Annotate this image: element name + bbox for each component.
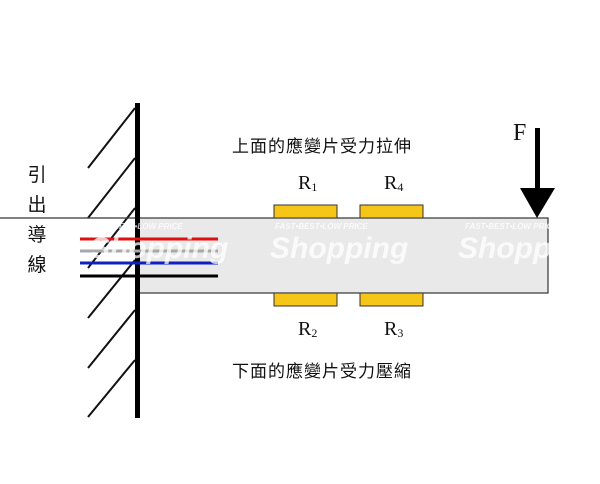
hatch-line	[87, 107, 136, 169]
watermark-brand: Shopping	[90, 232, 229, 265]
watermark-brand: Shopping	[270, 232, 409, 265]
watermark-tagline: FAST•BEST•LOW PRICE	[275, 222, 368, 231]
label-r3: R3	[384, 318, 403, 341]
lead-wire-label: 引 出 導 線	[26, 160, 48, 280]
watermark-brand: Shopping	[458, 232, 597, 265]
strain-gauges	[273, 204, 424, 307]
watermark-tagline: FAST•BEST•LOW PRICE	[465, 222, 558, 231]
gauge-r1	[273, 204, 338, 219]
label-r4: R4	[384, 172, 403, 195]
force-arrow-head	[520, 188, 555, 218]
lead-wire-char: 引	[27, 164, 47, 186]
hatch-line	[87, 259, 136, 319]
cantilever-beam	[136, 217, 549, 294]
gauge-r3	[359, 292, 424, 307]
label-r1: R1	[298, 172, 317, 195]
gauge-subscript: 3	[397, 326, 404, 340]
top-caption: 上面的應變片受力拉伸	[232, 137, 412, 157]
force-label: F	[513, 120, 527, 146]
lead-wire-char: 出	[27, 194, 47, 216]
gauge-letter: R	[384, 172, 398, 194]
gauge-letter: R	[384, 318, 398, 340]
gauge-subscript: 2	[311, 326, 318, 340]
gauge-r2	[273, 292, 338, 307]
bottom-caption: 下面的應變片受力壓縮	[232, 362, 412, 382]
hatch-line	[87, 157, 136, 219]
fixed-wall	[135, 103, 140, 418]
watermark-tagline: FAST•BEST•LOW PRICE	[90, 222, 183, 231]
gauge-letter: R	[298, 172, 312, 194]
gauge-subscript: 4	[397, 180, 404, 194]
gauge-subscript: 1	[311, 180, 318, 194]
hatch-line	[87, 359, 136, 418]
lead-wire-char: 導	[27, 224, 47, 246]
gauge-r4	[359, 204, 424, 219]
gauge-letter: R	[298, 318, 312, 340]
label-r2: R2	[298, 318, 317, 341]
force-arrow-shaft	[535, 128, 540, 192]
lead-wire-char: 線	[27, 254, 47, 276]
hatch-line	[87, 309, 136, 369]
